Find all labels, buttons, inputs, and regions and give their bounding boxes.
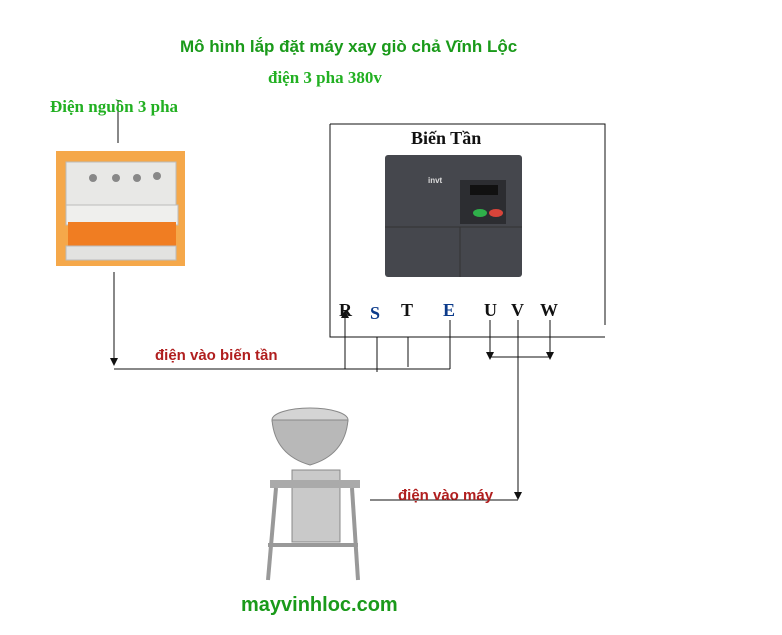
circuit-breaker-image: [56, 151, 185, 266]
terminal-r: R: [339, 300, 352, 320]
terminal-u: U: [484, 300, 497, 320]
terminal-s: S: [370, 303, 381, 323]
inverter-input-label: điện vào biến tần: [155, 347, 278, 364]
terminal-e: E: [443, 300, 456, 320]
meat-grinder-image: [266, 407, 360, 581]
terminal-w: W: [540, 300, 558, 320]
website-label: mayvinhloc.com: [241, 594, 398, 616]
inverter-image: invt: [385, 155, 522, 277]
inverter-label: Biến Tần: [411, 128, 482, 148]
wires: [113, 100, 606, 501]
terminal-t: T: [401, 300, 414, 320]
machine-input-label: điện vào máy: [398, 487, 494, 504]
arrowheads: [110, 310, 554, 500]
terminal-v: V: [511, 300, 524, 320]
diagram-title: Mô hình lắp đặt máy xay giò chả Vĩnh Lộc: [180, 37, 518, 56]
diagram-subtitle: điện 3 pha 380v: [268, 68, 382, 87]
power-source-label: Điện nguồn 3 pha: [50, 97, 179, 116]
inverter-brand: invt: [428, 176, 443, 185]
